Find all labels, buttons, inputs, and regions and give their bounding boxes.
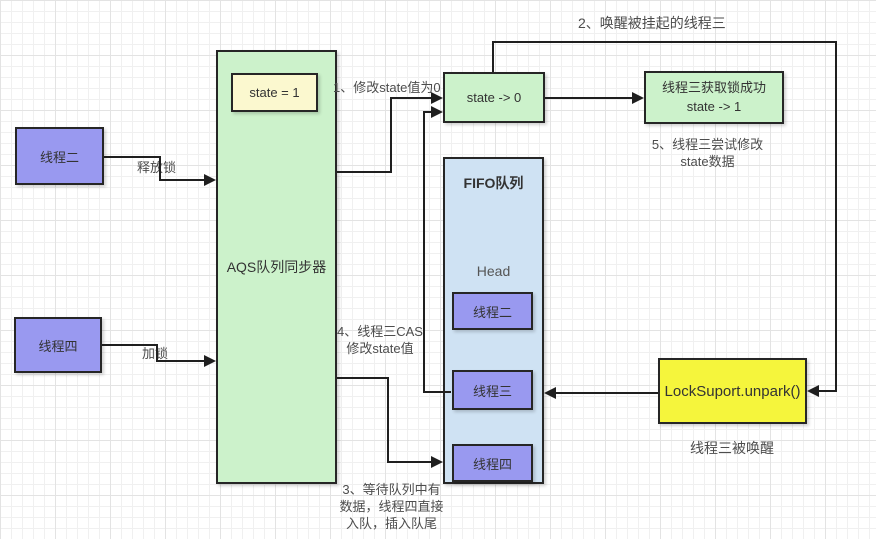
- step4-arrow-segment: [423, 111, 431, 113]
- aqs-box: AQS队列同步器: [216, 50, 337, 484]
- step4-arrow-segment: [423, 111, 425, 393]
- step2-arrowhead-icon: [807, 385, 819, 397]
- thread2-box: 线程二: [15, 127, 104, 185]
- acquire-success-line2: state -> 1: [686, 98, 742, 114]
- step1-arrow-segment: [390, 97, 392, 173]
- step3-label: 3、等待队列中有 数据，线程四直接 入队，插入队尾: [334, 481, 449, 532]
- step3-arrowhead-icon: [431, 456, 443, 468]
- release-arrow-segment: [104, 156, 161, 158]
- acquire-success-text: 线程三获取锁成功 state -> 1: [662, 79, 766, 117]
- step1-arrow-segment: [390, 97, 431, 99]
- queue-item-thread2: 线程二: [452, 292, 533, 330]
- queue-item-thread4: 线程四: [452, 444, 533, 482]
- unpark-arrowhead-icon: [544, 387, 556, 399]
- lock-arrow-segment: [102, 344, 158, 346]
- step3-line3: 入队，插入队尾: [345, 516, 437, 531]
- step2-arrow-segment: [492, 41, 494, 72]
- release-lock-label: 释放锁: [137, 160, 177, 175]
- step2-arrow-segment: [835, 41, 837, 392]
- step1-label: 1、修改state值为0: [333, 80, 441, 95]
- step3-line1: 3、等待队列中有: [342, 482, 441, 497]
- thread4-box: 线程四: [14, 317, 102, 373]
- lock-arrowhead-icon: [204, 355, 216, 367]
- lock-arrow-segment: [156, 344, 158, 362]
- step4-arrowhead-icon: [431, 106, 443, 118]
- state0-box: state -> 0: [443, 72, 545, 123]
- step2-arrow-segment: [492, 41, 837, 43]
- unpark-box: LockSuport.unpark(): [658, 358, 807, 424]
- fifo-title: FIFO队列: [463, 175, 524, 191]
- step5-line2: state数据: [680, 154, 735, 169]
- step4-line2: 修改state值: [346, 341, 414, 356]
- step3-arrow-segment: [387, 461, 431, 463]
- step4-arrow-segment: [423, 391, 451, 393]
- unpark-caption: 线程三被唤醒: [690, 440, 774, 456]
- step4-label: 4、线程三CAS 修改state值: [330, 323, 430, 357]
- acquire-success-line1: 线程三获取锁成功: [661, 79, 766, 95]
- fifo-queue-box: FIFO队列 Head 线程二 线程三 线程四: [443, 157, 544, 484]
- step5-label: 5、线程三尝试修改 state数据: [640, 136, 775, 170]
- step5-line1: 5、线程三尝试修改: [651, 137, 764, 152]
- step3-line2: 数据，线程四直接: [339, 499, 444, 514]
- queue-item-thread3: 线程三: [452, 370, 533, 410]
- state1-box: state = 1: [231, 73, 318, 112]
- release-arrow-segment: [159, 156, 161, 181]
- lock-label: 加锁: [142, 346, 169, 361]
- unpark-arrow-segment: [556, 392, 658, 394]
- step1-arrowhead-icon: [431, 92, 443, 104]
- step2-label: 2、唤醒被挂起的线程三: [578, 15, 726, 31]
- step4-line1: 4、线程三CAS: [337, 324, 423, 339]
- step1-arrow-segment: [337, 171, 392, 173]
- lock-arrow-segment: [156, 360, 205, 362]
- acquire-arrow-segment: [545, 97, 632, 99]
- release-arrow-segment: [159, 179, 205, 181]
- fifo-head-label: Head: [476, 263, 511, 279]
- release-arrowhead-icon: [204, 174, 216, 186]
- step2-arrow-segment: [819, 390, 835, 392]
- step3-arrow-segment: [387, 377, 389, 463]
- acquire-success-box: 线程三获取锁成功 state -> 1: [644, 71, 784, 124]
- acquire-arrowhead-icon: [632, 92, 644, 104]
- step3-arrow-segment: [337, 377, 389, 379]
